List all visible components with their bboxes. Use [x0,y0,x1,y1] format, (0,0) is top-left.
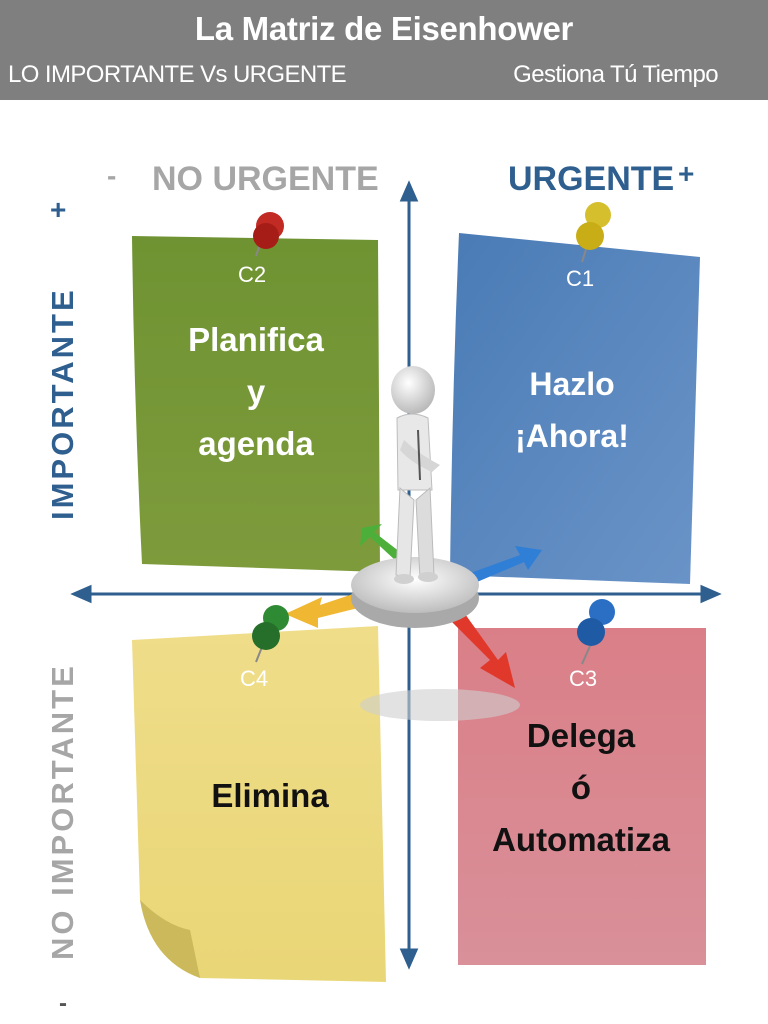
c3-line3: Automatiza [492,821,670,858]
note-c1 [450,233,700,584]
no-urgente-label: NO URGENTE [152,160,379,198]
page-title: La Matriz de Eisenhower [194,10,574,47]
quadrant-c3-text: Delega ó Automatiza [470,710,692,866]
c2-line1: Planifica [188,321,324,358]
person-figure [391,366,440,584]
c3-line2: ó [570,769,592,806]
pin-green [252,605,289,663]
arrow-yellow [285,590,370,628]
c1-line1: Hazlo [529,366,615,402]
header-bar: La Matriz de Eisenhower LO IMPORTANTE Vs… [0,0,768,100]
quadrant-code-c4: C4 [240,666,269,691]
c4-line1: Elimina [211,777,329,814]
arrow-blue [465,546,542,585]
pin-yellow [576,202,611,263]
pin-blue [577,599,615,665]
quadrant-code-c2: C2 [238,262,267,287]
minus-urgency-sign: - [107,160,117,191]
quadrant-c4-text: Elimina [170,770,370,822]
minus-importance-sign: - [59,990,67,1017]
note-c2 [132,236,380,572]
c1-line2: ¡Ahora! [515,418,629,454]
plus-importance-sign: + [50,194,67,225]
quadrant-c2-text: Planifica y agenda [160,314,352,470]
subtitle-left: LO IMPORTANTE Vs URGENTE [8,61,347,88]
quadrant-c1-text: Hazlo ¡Ahora! [480,358,664,462]
plus-urgency-sign: + [678,158,695,189]
c2-line2: y [246,373,266,410]
urgente-label: URGENTE [508,160,675,198]
note-c4 [132,626,386,982]
c2-line3: agenda [198,425,314,462]
arrow-green [360,524,400,560]
pin-red [253,212,284,257]
c3-line1: Delega [526,717,636,754]
note-c4-curl [140,900,200,978]
note-c3 [458,628,706,965]
arrow-red [440,600,515,688]
quadrant-code-c3: C3 [569,666,598,691]
quadrant-code-c1: C1 [566,266,595,291]
subtitle-right: Gestiona Tú Tiempo [513,61,718,88]
